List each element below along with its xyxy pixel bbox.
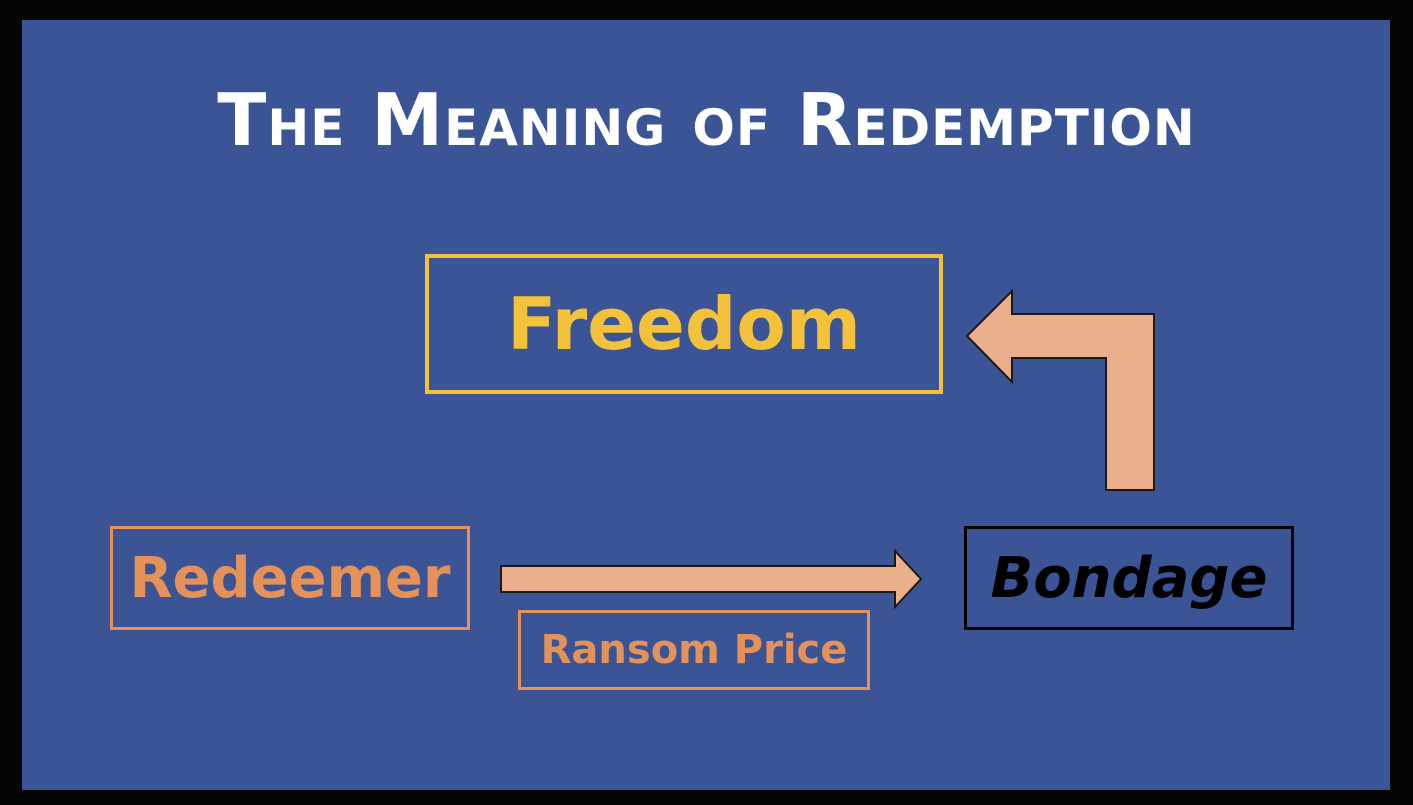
bondage-box: Bondage [964,526,1294,630]
redeemer-label: Redeemer [129,545,451,611]
slide [22,20,1390,790]
ransom-price-box: Ransom Price [518,610,870,690]
slide-title: The Meaning of Redemption [217,78,1196,162]
bondage-to-freedom-arrow [965,288,1155,491]
freedom-box: Freedom [425,254,943,394]
ransom-price-label: Ransom Price [540,627,848,673]
bondage-label: Bondage [990,545,1268,611]
freedom-label: Freedom [507,282,861,366]
redeemer-to-bondage-arrow [500,548,923,610]
redeemer-box: Redeemer [110,526,470,630]
